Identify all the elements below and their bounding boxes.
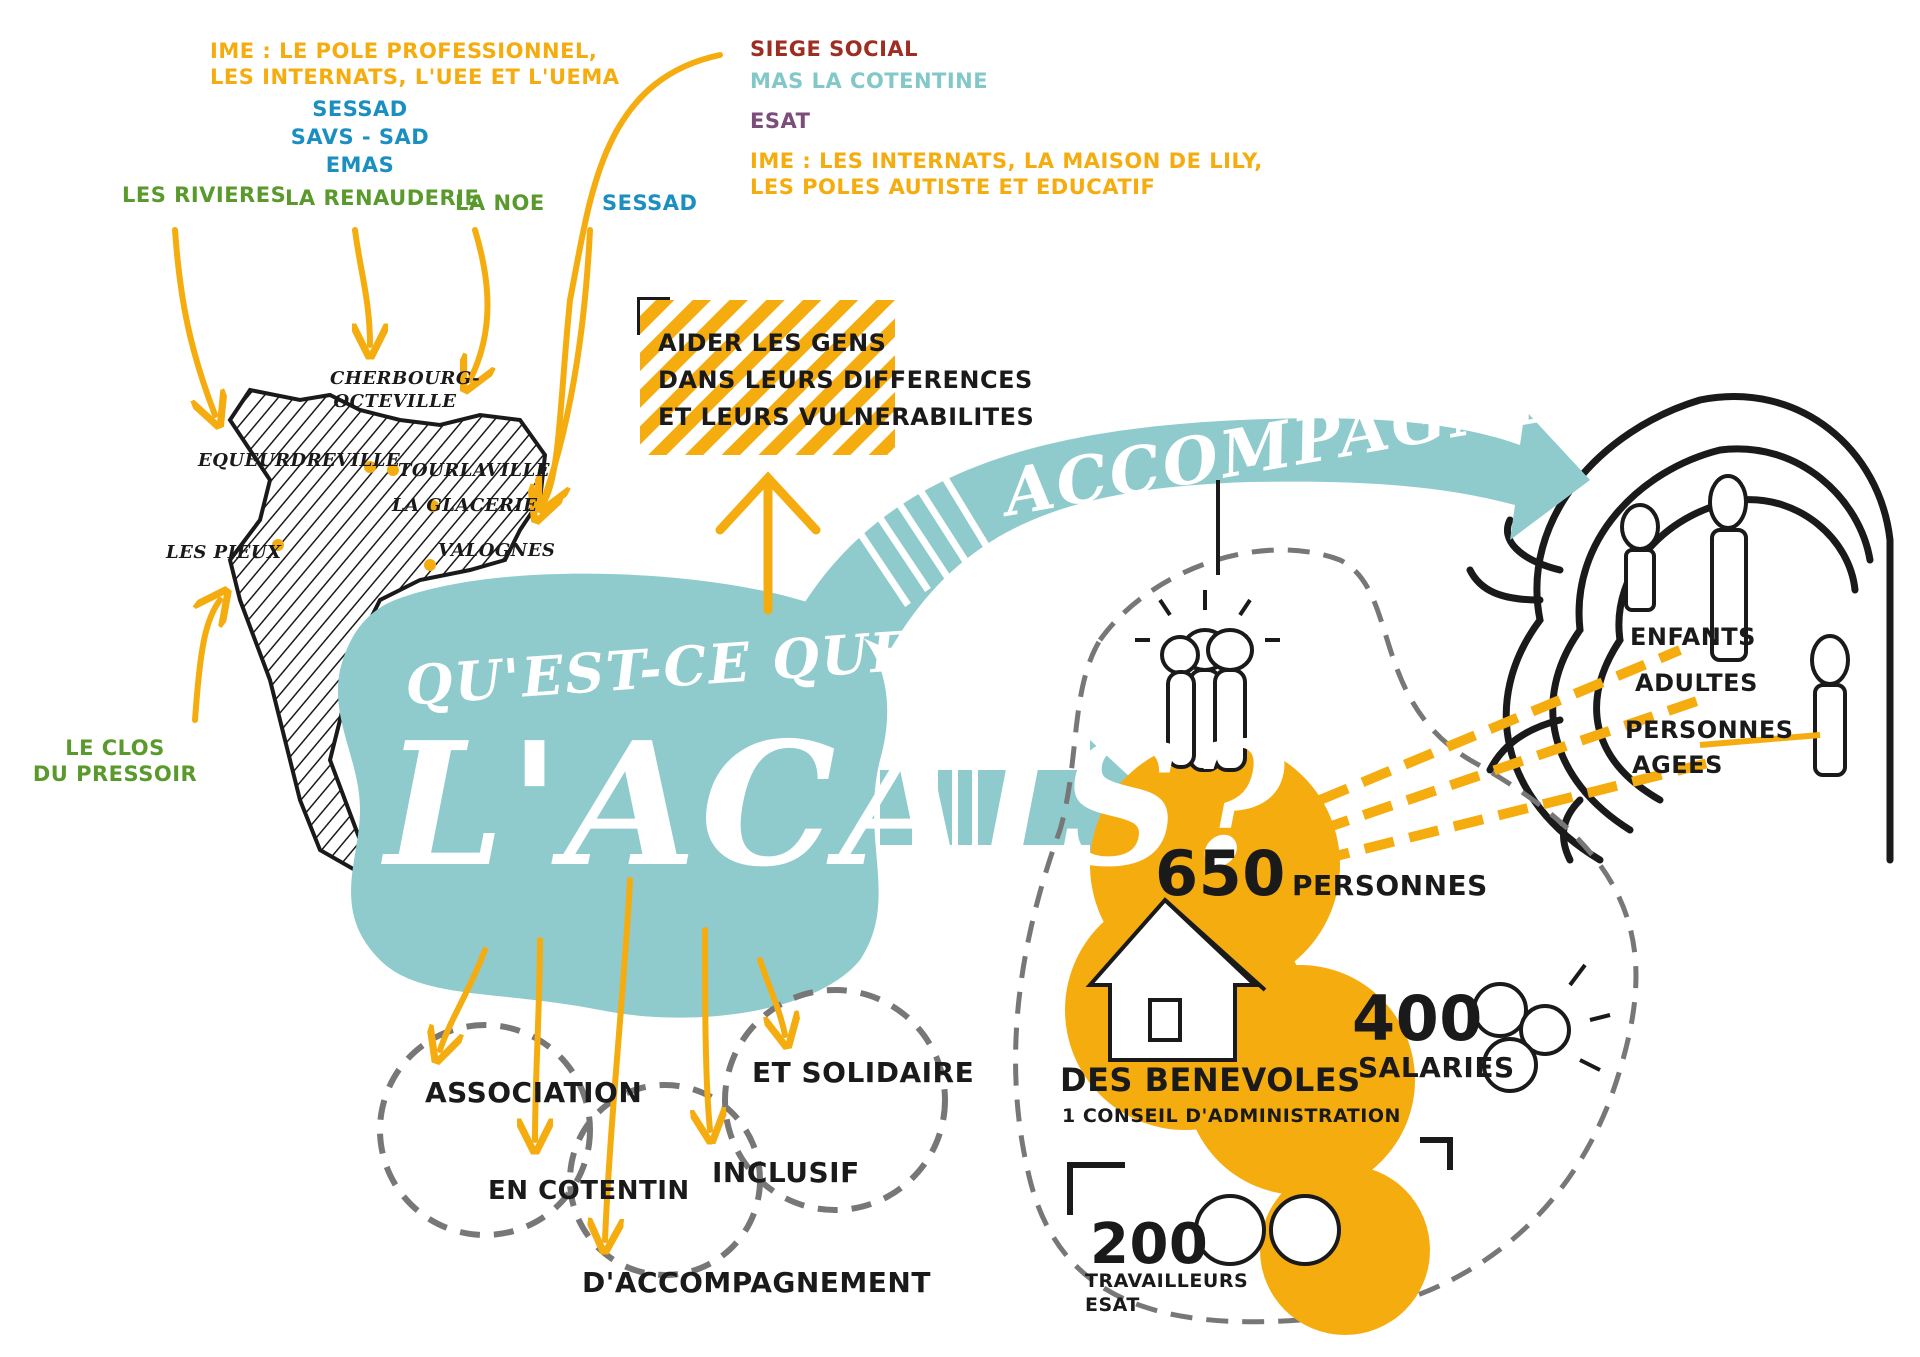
ime-pole-line-2: LES INTERNATS, L'UEE ET L'UEMA: [210, 65, 620, 90]
value-association: ASSOCIATION: [425, 1076, 643, 1109]
la-noe-label: LA NOE: [455, 191, 545, 215]
city-cherbourg: CHERBOURG- OCTEVILLE: [330, 368, 481, 413]
emas-label: EMAS: [325, 153, 395, 177]
salaries-count: 400: [1352, 982, 1483, 1055]
clos-du-pressoir-label: LE CLOS DU PRESSOIR: [20, 735, 210, 788]
value-dashed-circles: [377, 987, 948, 1278]
savs-label: SAVS - SAD: [290, 125, 430, 149]
ime-pole-pro-label: IME : LE POLE PROFESSIONNEL, LES INTERNA…: [210, 38, 620, 91]
site-arrows: [172, 52, 723, 723]
sessad-left-label: SESSAD: [312, 97, 408, 121]
audience-personnes: PERSONNES: [1625, 716, 1794, 744]
travailleurs-line-1: TRAVAILLEURS: [1085, 1270, 1249, 1292]
city-tourlaville: TOURLAVILLE: [398, 460, 550, 481]
city-valognes: VALOGNES: [438, 540, 556, 561]
agees-ray: [1699, 732, 1821, 748]
conseil-label: 1 CONSEIL D'ADMINISTRATION: [1062, 1105, 1401, 1127]
ime-internats-label: IME : LES INTERNATS, LA MAISON DE LILY, …: [750, 148, 1263, 201]
audience-figures: [1620, 474, 1850, 777]
people-arrow: [880, 740, 1160, 870]
city-les-pieux: LES PIEUX: [166, 542, 282, 563]
mission-line-1: AIDER LES GENS: [658, 329, 887, 357]
ime-internats-line-2: LES POLES AUTISTE ET EDUCATIF: [750, 175, 1156, 200]
mission-box: [640, 300, 895, 455]
personnes-label: PERSONNES: [1292, 869, 1488, 902]
audience-adultes: ADULTES: [1635, 669, 1758, 697]
value-en-cotentin: EN COTENTIN: [488, 1176, 690, 1206]
salaries-label: SALARIES: [1358, 1051, 1515, 1084]
people-arrow-stripes: [912, 770, 978, 845]
audience-agees: AGEES: [1632, 751, 1723, 779]
city-dots: [272, 461, 439, 571]
house-icon: [1085, 897, 1267, 1062]
accompagner-arrow: [800, 410, 1590, 650]
personnes-count: 650: [1155, 837, 1286, 910]
travailleurs-line-2: ESAT: [1085, 1293, 1140, 1316]
salaries-sparkles: [1568, 963, 1611, 1072]
value-accompagnement: D'ACCOMPAGNEMENT: [582, 1266, 931, 1299]
siege-social-label: SIEGE SOCIAL: [750, 37, 919, 61]
salaries-faces-icon: [1472, 982, 1571, 1093]
ime-pole-line-1: IME : LE POLE PROFESSIONNEL,: [210, 39, 598, 63]
people-dashed-outline: [1013, 547, 1639, 1325]
audience-enfants: ENFANTS: [1630, 623, 1756, 651]
sparkle-lines: [1135, 480, 1280, 642]
accompagner-arrow-stripes: [855, 476, 993, 607]
acais-blob: [337, 573, 888, 1018]
value-solidaire: ET SOLIDAIRE: [752, 1056, 975, 1089]
travailleurs-label: TRAVAILLEURS ESAT: [1085, 1270, 1248, 1318]
esat-faces-icon: [1194, 1194, 1341, 1266]
clos-line-1: LE CLOS: [65, 736, 165, 760]
city-la-glacerie: LA GLACERIE: [392, 495, 538, 516]
benevoles-label: DES BENEVOLES: [1060, 1061, 1361, 1099]
mission-line-2: DANS LEURS DIFFERENCES: [658, 366, 1033, 395]
cotentin-map: [227, 387, 548, 874]
audience-rays: [1318, 645, 1722, 865]
travailleurs-count: 200: [1090, 1212, 1209, 1277]
mission-text: AIDER LES GENS DANS LEURS DIFFERENCES ET…: [658, 325, 1034, 437]
personnes-count-group: 650 PERSONNES: [1155, 835, 1488, 913]
question-line-2: L'ACAIS?: [385, 705, 1290, 905]
cherbourg-line-2: OCTEVILLE: [333, 390, 457, 412]
clos-line-2: DU PRESSOIR: [32, 762, 198, 787]
les-rivieres-label: LES RIVIERES: [122, 183, 287, 207]
value-arrows: [440, 877, 785, 1240]
value-inclusif: INCLUSIF: [712, 1156, 860, 1189]
cherbourg-line-1: CHERBOURG-: [330, 368, 481, 389]
sessad-right-label: SESSAD: [602, 191, 698, 215]
city-equeurdreville: EQUEURDREVILLE: [198, 450, 401, 471]
mission-line-3: ET LEURS VULNERABILITES: [658, 403, 1035, 432]
mas-cotentine-label: MAS LA COTENTINE: [750, 69, 989, 93]
group-people-icon: [1160, 628, 1254, 772]
mission-arrow: [715, 471, 821, 615]
ime-internats-line-1: IME : LES INTERNATS, LA MAISON DE LILY,: [750, 149, 1263, 173]
esat-label: ESAT: [750, 109, 811, 133]
la-renauderie-label: LA RENAUDERIE: [285, 186, 480, 210]
